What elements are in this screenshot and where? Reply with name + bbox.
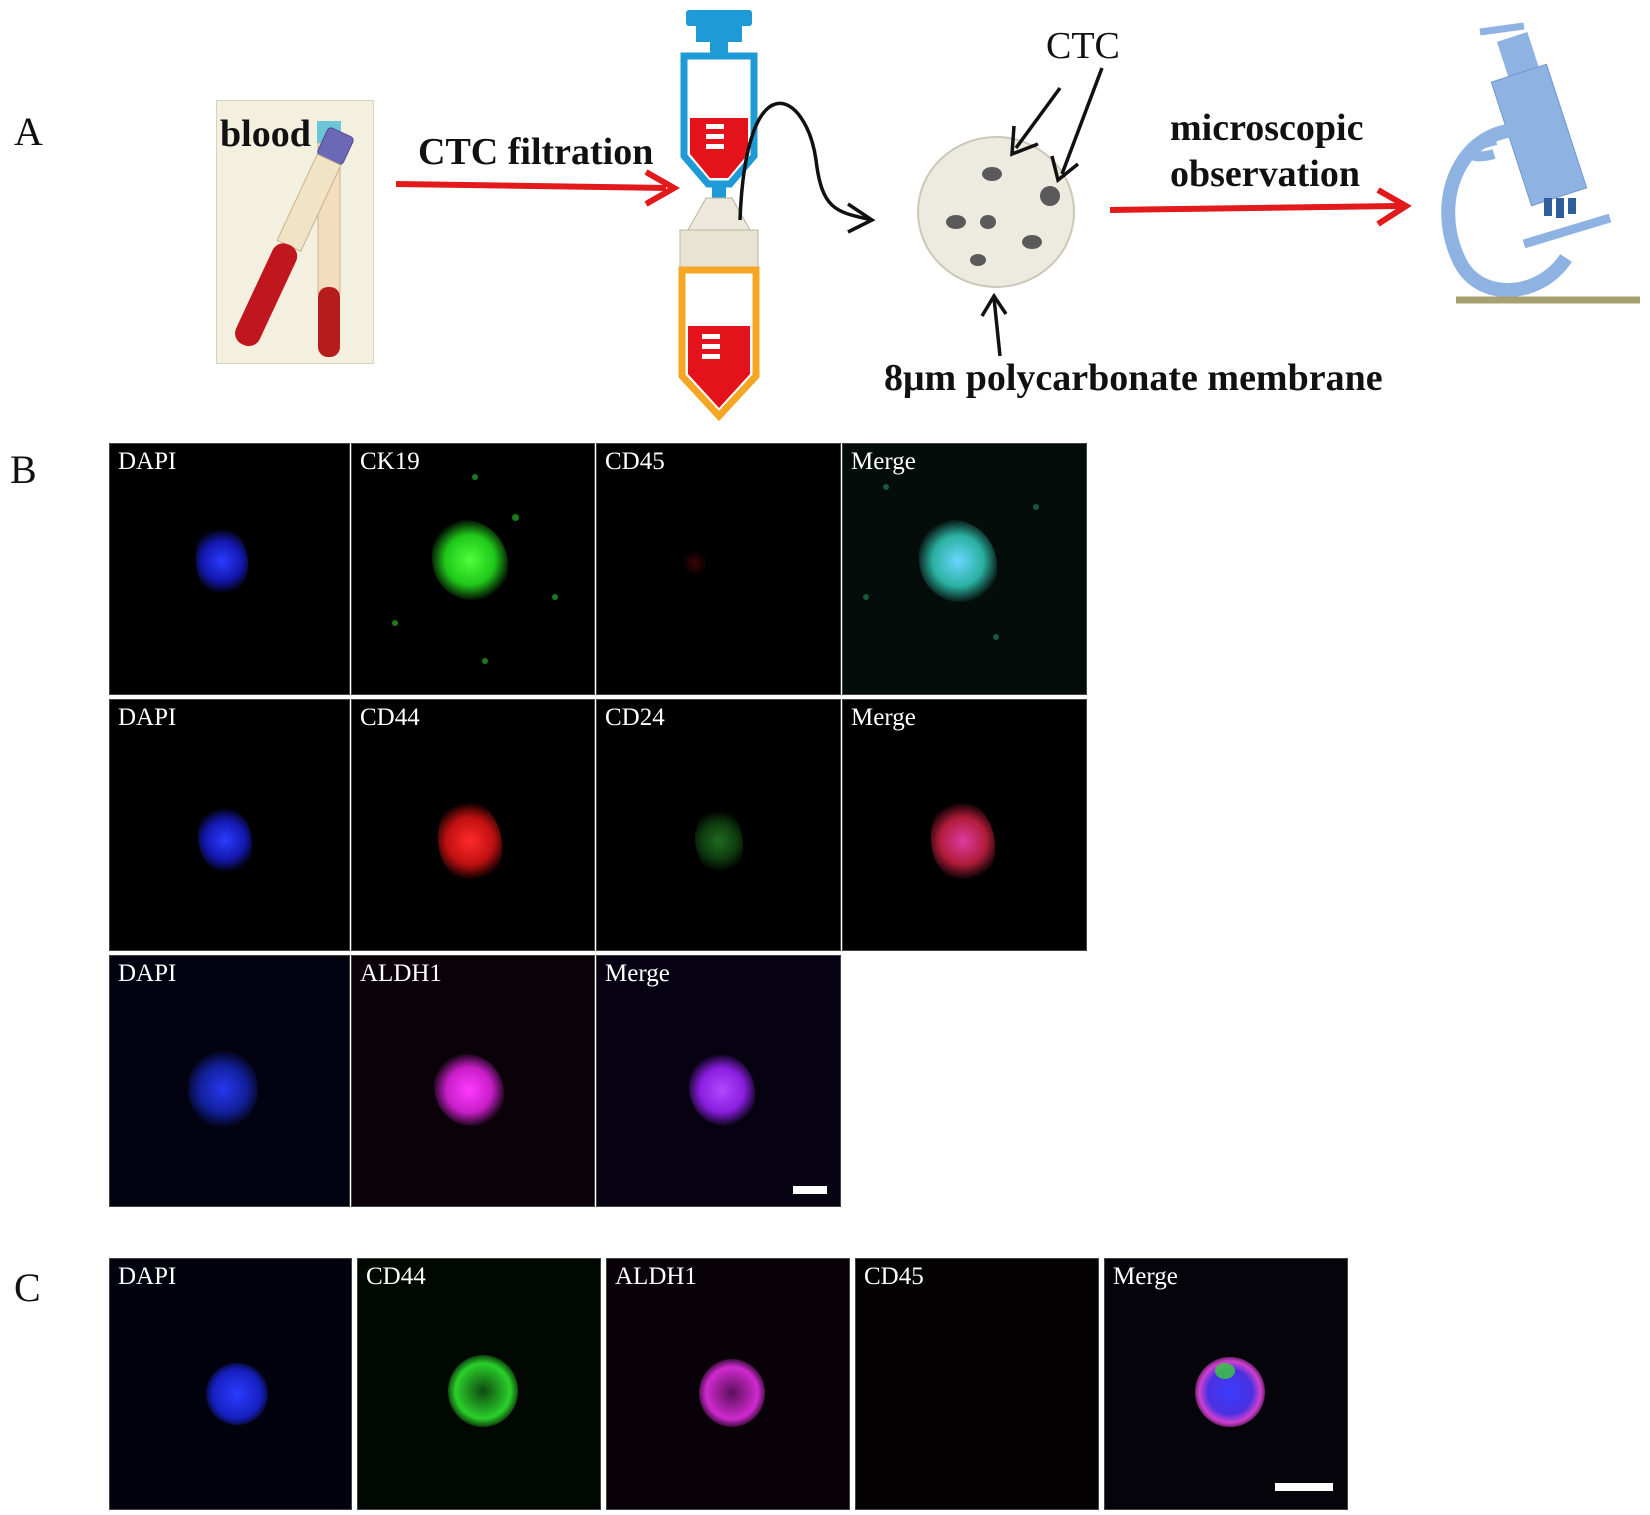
micrograph-tile: Merge bbox=[842, 443, 1087, 695]
cell-signal bbox=[432, 520, 508, 600]
ctc-cell bbox=[982, 167, 1002, 181]
micrograph-tile: CD45 bbox=[855, 1258, 1099, 1510]
micrograph-tile: Merge bbox=[842, 699, 1087, 951]
micrograph-tile: DAPI bbox=[109, 1258, 352, 1510]
channel-label: ALDH1 bbox=[360, 960, 442, 987]
micrograph-tile: DAPI bbox=[109, 955, 350, 1207]
micrograph-tile: DAPI bbox=[109, 443, 350, 695]
channel-label: DAPI bbox=[118, 704, 177, 731]
channel-label: DAPI bbox=[118, 960, 177, 987]
micrograph-tile: ALDH1 bbox=[606, 1258, 850, 1510]
observation-label-2: observation bbox=[1170, 153, 1360, 195]
cell-signal bbox=[919, 520, 997, 602]
cell-signal bbox=[683, 552, 707, 574]
ctc-label: CTC bbox=[1046, 25, 1120, 67]
cell-signal bbox=[689, 1054, 755, 1126]
ctc-cell bbox=[970, 254, 986, 266]
micrograph-tile: Merge bbox=[1104, 1258, 1348, 1510]
channel-label: CD24 bbox=[605, 704, 665, 731]
curved-arrow bbox=[738, 101, 876, 234]
channel-label: Merge bbox=[605, 960, 670, 987]
blood-tubes-illustration bbox=[216, 100, 374, 364]
channel-label: Merge bbox=[1113, 1263, 1178, 1290]
membrane-pointer-arrow bbox=[980, 292, 1008, 357]
micrograph-tile: CD24 bbox=[596, 699, 841, 951]
polycarbonate-membrane bbox=[917, 136, 1075, 288]
cell-signal bbox=[448, 1355, 518, 1427]
micrograph-tile: DAPI bbox=[109, 699, 350, 951]
micrograph-tile: ALDH1 bbox=[351, 955, 595, 1207]
micrograph-tile: CK19 bbox=[351, 443, 595, 695]
filtration-label: CTC filtration bbox=[418, 131, 654, 173]
ctc-cell bbox=[1040, 186, 1060, 206]
channel-label: CD44 bbox=[360, 704, 420, 731]
observation-arrow bbox=[1109, 187, 1412, 227]
ctc-cell bbox=[980, 215, 996, 229]
microscope-icon bbox=[1441, 22, 1640, 304]
micrograph-tile: Merge bbox=[596, 955, 841, 1207]
panel-c-letter: C bbox=[14, 1265, 41, 1310]
ctc-cell bbox=[1022, 235, 1042, 249]
cell-signal bbox=[196, 526, 248, 596]
channel-label: DAPI bbox=[118, 448, 177, 475]
micrograph-tile: CD44 bbox=[351, 699, 595, 951]
channel-label: CD45 bbox=[605, 448, 665, 475]
observation-label-1: microscopic bbox=[1170, 107, 1364, 149]
channel-label: Merge bbox=[851, 704, 916, 731]
cell-signal bbox=[188, 1050, 258, 1128]
micrograph-tile: CD45 bbox=[596, 443, 841, 695]
filtration-arrow bbox=[395, 169, 681, 207]
cell-signal bbox=[695, 808, 743, 874]
channel-label: CD45 bbox=[864, 1263, 924, 1290]
cell-signal bbox=[206, 1363, 268, 1425]
channel-label: DAPI bbox=[118, 1263, 177, 1290]
blood-label: blood bbox=[220, 113, 311, 155]
cell-signal bbox=[438, 800, 502, 882]
ctc-pointer-arrows bbox=[1010, 67, 1104, 184]
membrane-label: 8μm polycarbonate membrane bbox=[884, 357, 1383, 399]
cell-signal bbox=[931, 800, 995, 882]
panel-a-letter: A bbox=[14, 109, 43, 154]
cell-signal bbox=[434, 1054, 504, 1126]
scale-bar bbox=[793, 1186, 827, 1194]
channel-label: CD44 bbox=[366, 1263, 426, 1290]
panel-b-letter: B bbox=[10, 447, 37, 492]
micrograph-tile: CD44 bbox=[357, 1258, 601, 1510]
channel-label: CK19 bbox=[360, 448, 420, 475]
blood-tubes-icon bbox=[235, 121, 354, 357]
syringe-filter-device bbox=[678, 10, 760, 422]
ctc-cell bbox=[946, 215, 966, 229]
channel-label: ALDH1 bbox=[615, 1263, 697, 1290]
cell-signal bbox=[699, 1359, 765, 1427]
scale-bar bbox=[1275, 1483, 1333, 1491]
channel-label: Merge bbox=[851, 448, 916, 475]
cell-signal bbox=[198, 806, 252, 874]
